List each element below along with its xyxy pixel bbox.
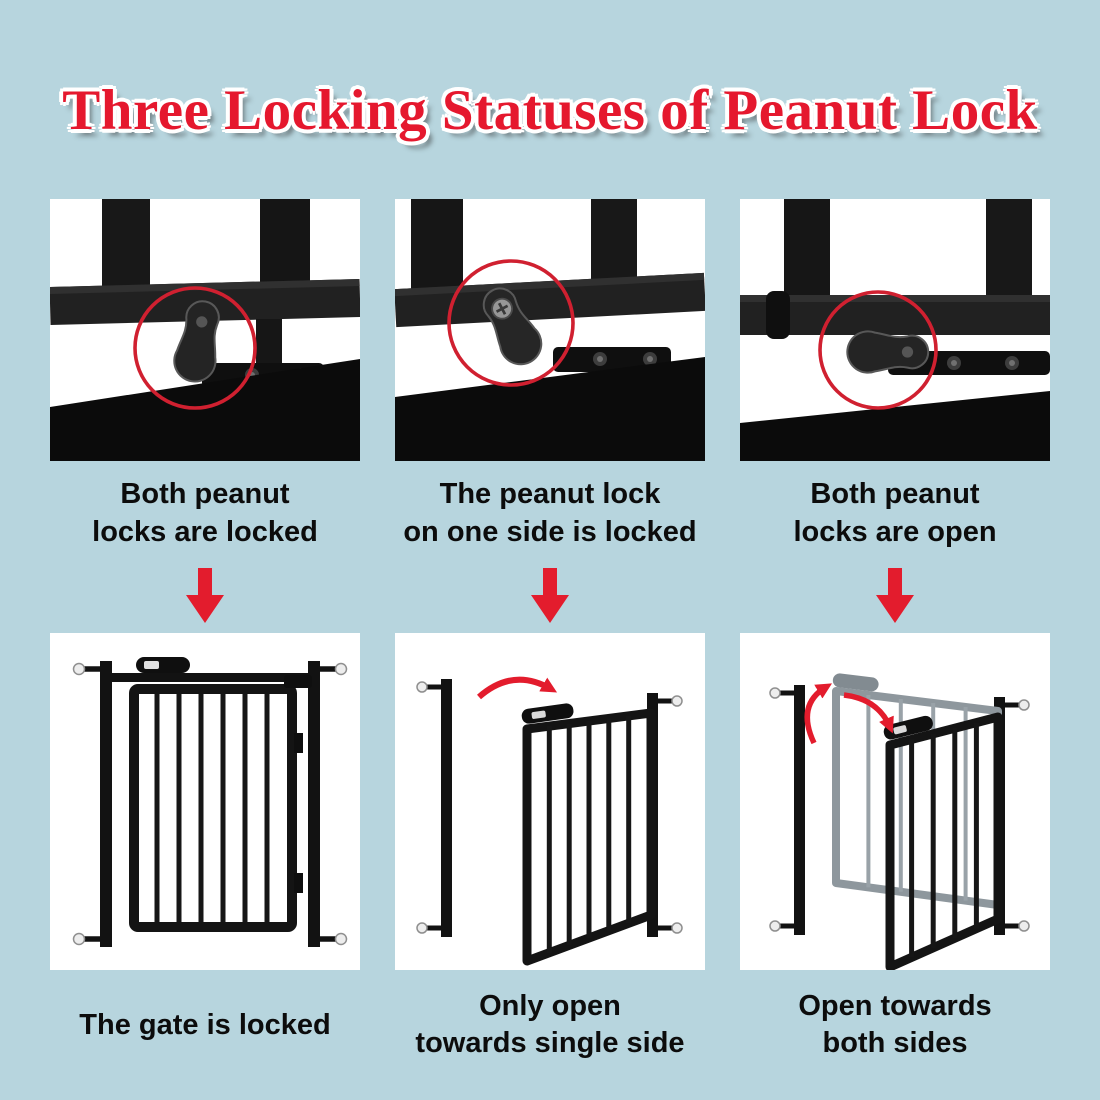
lock-closeup-one-side-image xyxy=(395,199,705,462)
gate-locked-image xyxy=(50,633,360,971)
gate-open-both-image xyxy=(740,633,1050,971)
lock-status-caption-1: Both peanut locks are locked xyxy=(35,475,375,559)
lock-closeup-both-open-image xyxy=(740,199,1050,462)
caption-line: both sides xyxy=(822,1027,968,1060)
caption-line: locks are open xyxy=(793,516,997,549)
column-both-locked: Both peanut locks are locked xyxy=(50,199,360,1064)
gate-status-caption-2: Only open towards single side xyxy=(380,986,720,1064)
caption-line: locks are locked xyxy=(92,516,318,549)
photo-gate-locked xyxy=(50,633,360,971)
peanut-lock-half xyxy=(482,287,543,366)
photo-lock-one-side-locked xyxy=(395,199,705,462)
swung-door xyxy=(883,712,1003,971)
caption-line: on one side is locked xyxy=(403,516,697,549)
swing-arrow-icon xyxy=(843,692,894,734)
photo-lock-both-open xyxy=(740,199,1050,462)
caption-line: The peanut lock xyxy=(439,478,661,511)
three-column-grid: Both peanut locks are locked xyxy=(0,199,1100,1064)
swing-arrow-icon xyxy=(804,683,833,745)
highlight-circle xyxy=(133,286,257,410)
peanut-lock-open xyxy=(846,330,930,374)
gate-rail xyxy=(395,273,705,328)
swing-arrow-icon xyxy=(477,676,558,700)
column-one-side-locked: The peanut lock on one side is locked xyxy=(395,199,705,1064)
gate-status-caption-1: The gate is locked xyxy=(35,986,375,1064)
caption-line: Open towards xyxy=(798,990,992,1023)
down-arrow-icon xyxy=(530,559,570,633)
caption-line: Both peanut xyxy=(120,478,290,511)
red-down-arrow xyxy=(186,568,224,624)
red-down-arrow xyxy=(876,568,914,624)
caption-line: Both peanut xyxy=(810,478,980,511)
photo-gate-open-single xyxy=(395,633,705,971)
caption-line: The gate is locked xyxy=(79,1008,331,1041)
photo-lock-both-locked xyxy=(50,199,360,462)
photo-gate-open-both xyxy=(740,633,1050,971)
column-both-open: Both peanut locks are open xyxy=(740,199,1050,1064)
lock-status-caption-2: The peanut lock on one side is locked xyxy=(380,475,720,559)
gate-status-caption-3: Open towards both sides xyxy=(725,986,1065,1064)
page-title: Three Locking Statuses of Peanut Lock xyxy=(62,79,1038,143)
highlight-circle xyxy=(818,290,938,410)
highlight-circle xyxy=(447,259,575,387)
red-down-arrow xyxy=(531,568,569,624)
down-arrow-icon xyxy=(875,559,915,633)
gate-handle xyxy=(521,703,574,724)
gate-handle xyxy=(883,716,933,740)
lock-closeup-both-locked-image xyxy=(50,199,360,462)
down-arrow-icon xyxy=(185,559,225,633)
gate-open-single-image xyxy=(395,633,705,971)
caption-line: Only open xyxy=(479,990,621,1023)
caption-line: towards single side xyxy=(415,1027,685,1060)
peanut-lock-locked xyxy=(173,300,220,383)
lock-status-caption-3: Both peanut locks are open xyxy=(725,475,1065,559)
